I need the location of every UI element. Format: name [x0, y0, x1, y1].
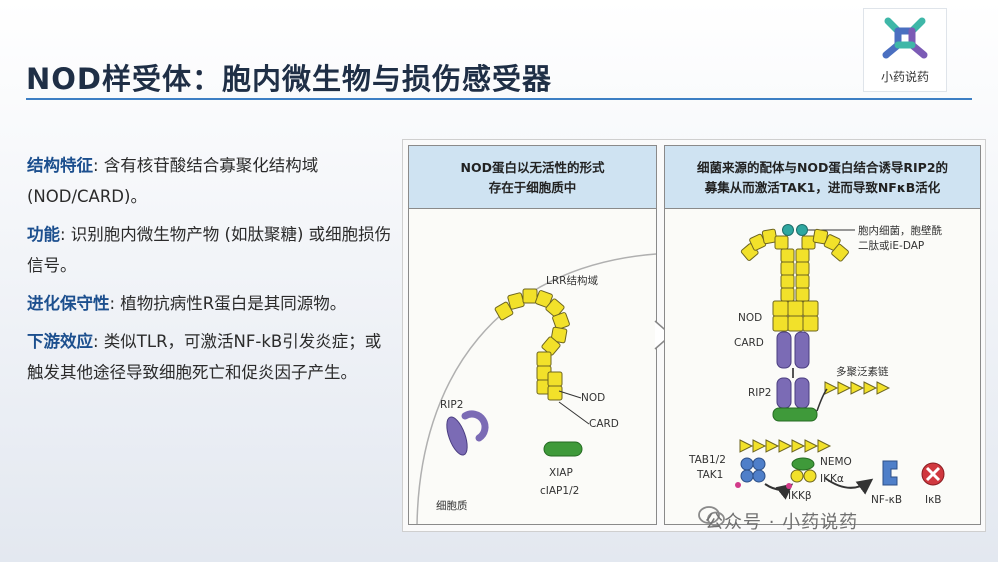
tak-label: TAK1 — [697, 469, 724, 481]
ciap-protein — [772, 407, 818, 422]
nfkb-label: NF-κB — [871, 494, 903, 506]
bullet-key: 结构特征 — [27, 156, 93, 175]
tab-label: TAB1/2 — [689, 454, 726, 466]
bullet-function: 功能: 识别胞内微生物产物 (如肽聚糖) 或细胞损伤信号。 — [27, 219, 392, 281]
ikb-protein — [921, 462, 945, 486]
header-line: NOD蛋白以无活性的形式 — [460, 160, 605, 175]
bullet-structure: 结构特征: 含有核苷酸结合寡聚化结构域(NOD/CARD)。 — [27, 150, 392, 212]
xiap-protein — [543, 441, 583, 457]
cell-membrane — [416, 253, 656, 524]
bullet-list: 结构特征: 含有核苷酸结合寡聚化结构域(NOD/CARD)。 功能: 识别胞内微… — [27, 150, 392, 395]
bullet-text: : 识别胞内微生物产物 (如肽聚糖) 或细胞损伤信号。 — [27, 225, 392, 275]
left-panel-header: NOD蛋白以无活性的形式 存在于细胞质中 — [409, 146, 656, 209]
bullet-text: : 含有核苷酸结合寡聚化结构域(NOD/CARD)。 — [27, 156, 319, 206]
logo-text: 小药说药 — [880, 70, 929, 84]
lrr-domain-active — [740, 228, 849, 302]
ubiquitin-chain — [824, 381, 891, 395]
nod-card-domain — [547, 371, 563, 401]
ligand-label: 二肽或iE-DAP — [858, 240, 925, 252]
ikka-label: IKKα — [820, 473, 844, 485]
ubiquitin-label: 多聚泛素链 — [836, 366, 889, 378]
watermark: 公众号 · 小药说药 — [705, 512, 859, 533]
right-panel-header: 细菌来源的配体与NOD蛋白结合诱导RIP2的 募集从而激活TAK1，进而导致NF… — [665, 146, 980, 209]
bullet-text: : 植物抗病性R蛋白是其同源物。 — [109, 294, 347, 313]
ikk-complex — [786, 457, 817, 489]
card-label: CARD — [589, 418, 619, 430]
card-domain — [776, 331, 792, 369]
right-diagram — [735, 224, 945, 500]
header-line: 募集从而激活TAK1，进而导致NFκB活化 — [704, 180, 941, 195]
logo: 小药说药 — [863, 8, 947, 92]
page-title: NOD样受体：胞内微生物与损伤感受器 — [26, 62, 552, 96]
lrr-label: LRR结构域 — [546, 275, 598, 287]
bullet-key: 进化保守性 — [27, 294, 110, 313]
rip2-protein-active — [776, 377, 792, 409]
bacteria-label: 胞内细菌，胞壁酰 — [858, 225, 942, 237]
header-line: 存在于细胞质中 — [488, 180, 577, 195]
nemo-label: NEMO — [820, 456, 852, 468]
bullet-downstream: 下游效应: 类似TLR，可激活NF-kB引发炎症；或触发其他途径导致细胞死亡和促… — [27, 326, 392, 388]
lrr-domain — [494, 288, 570, 395]
wechat-icon — [698, 506, 725, 527]
ikkb-label: IKKβ — [788, 490, 812, 502]
nfkb-protein — [882, 460, 898, 486]
molecule-logo-icon — [882, 17, 928, 59]
bullet-key: 下游效应 — [27, 332, 93, 351]
tab-tak-complex — [735, 457, 766, 488]
xiap-label: XIAP — [549, 467, 573, 479]
ciap-label: cIAP1/2 — [540, 485, 580, 497]
ikb-label: IκB — [925, 494, 942, 506]
title-divider — [26, 98, 972, 100]
rip2-protein — [446, 410, 489, 456]
bullet-evolution: 进化保守性: 植物抗病性R蛋白是其同源物。 — [27, 288, 392, 319]
bullet-key: 功能 — [27, 225, 60, 244]
right-panel: 细菌来源的配体与NOD蛋白结合诱导RIP2的 募集从而激活TAK1，进而导致NF… — [664, 145, 981, 525]
nod-label: NOD — [581, 392, 606, 404]
header-line: 细菌来源的配体与NOD蛋白结合诱导RIP2的 — [696, 160, 949, 175]
nod-pathway-figure: NOD蛋白以无活性的形式 存在于细胞质中 — [402, 139, 986, 532]
nod-domain-active — [772, 300, 819, 332]
ligand-icon — [782, 224, 794, 236]
ubiquitin-chain-lower — [739, 439, 832, 453]
card-label-active: CARD — [734, 337, 764, 349]
left-diagram — [416, 253, 656, 524]
cytoplasm-label: 细胞质 — [436, 500, 468, 512]
rip2-label-active: RIP2 — [748, 387, 772, 399]
left-panel: NOD蛋白以无活性的形式 存在于细胞质中 — [408, 145, 657, 525]
nod-label-active: NOD — [738, 312, 763, 324]
bullet-text: : 类似TLR，可激活NF-kB引发炎症；或触发其他途径导致细胞死亡和促炎因子产… — [27, 332, 382, 382]
rip2-label: RIP2 — [440, 399, 464, 411]
